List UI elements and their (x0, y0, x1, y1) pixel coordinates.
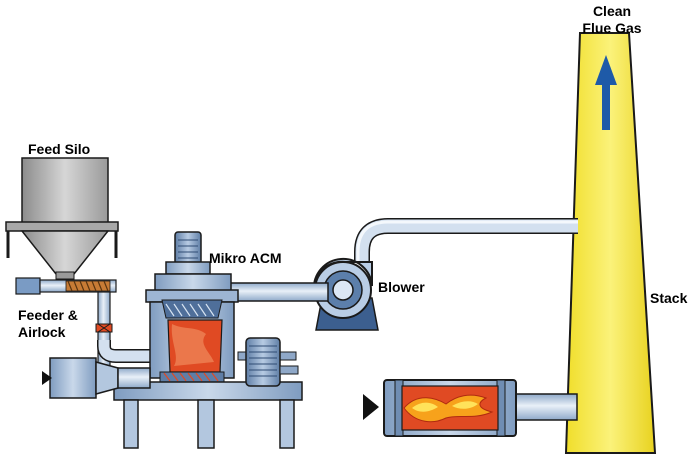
arrow-up-icon (595, 55, 617, 130)
feeder-airlock-label: Feeder & Airlock (18, 307, 78, 341)
feeder-airlock-label-line2: Airlock (18, 324, 66, 340)
triangle-right-icon (363, 394, 379, 420)
clean-flue-gas-label: Clean Flue Gas (566, 3, 658, 37)
inlet-fan (49, 357, 151, 399)
feeder-airlock-label-line1: Feeder & (18, 307, 78, 323)
triangle-right-icon (42, 371, 52, 385)
clean-flue-gas-label-line1: Clean (592, 3, 632, 19)
blower-to-stack-duct (354, 218, 578, 262)
drive-motor (237, 337, 299, 387)
blower-label: Blower (378, 279, 425, 295)
feed-silo-label: Feed Silo (28, 141, 91, 157)
burner (383, 379, 517, 437)
mikro-acm-label: Mikro ACM (209, 250, 282, 266)
feeder-screw (15, 277, 150, 373)
blower (312, 257, 379, 331)
feed-silo (5, 157, 119, 280)
mikro-acm-mill (145, 231, 239, 383)
stack (564, 32, 657, 454)
mill-base (113, 381, 303, 449)
clean-flue-gas-label-line2: Flue Gas (582, 20, 642, 36)
stack-label: Stack (650, 290, 688, 306)
